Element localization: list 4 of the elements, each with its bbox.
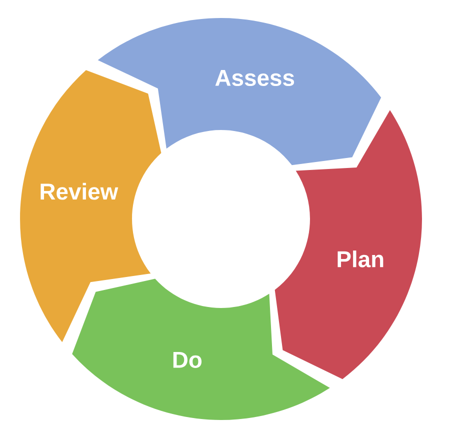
cycle-segment: Review — [20, 70, 162, 342]
cycle-segment: Assess — [98, 18, 382, 166]
cycle-segment: Do — [72, 278, 330, 420]
cycle-segment: Plan — [274, 110, 422, 380]
